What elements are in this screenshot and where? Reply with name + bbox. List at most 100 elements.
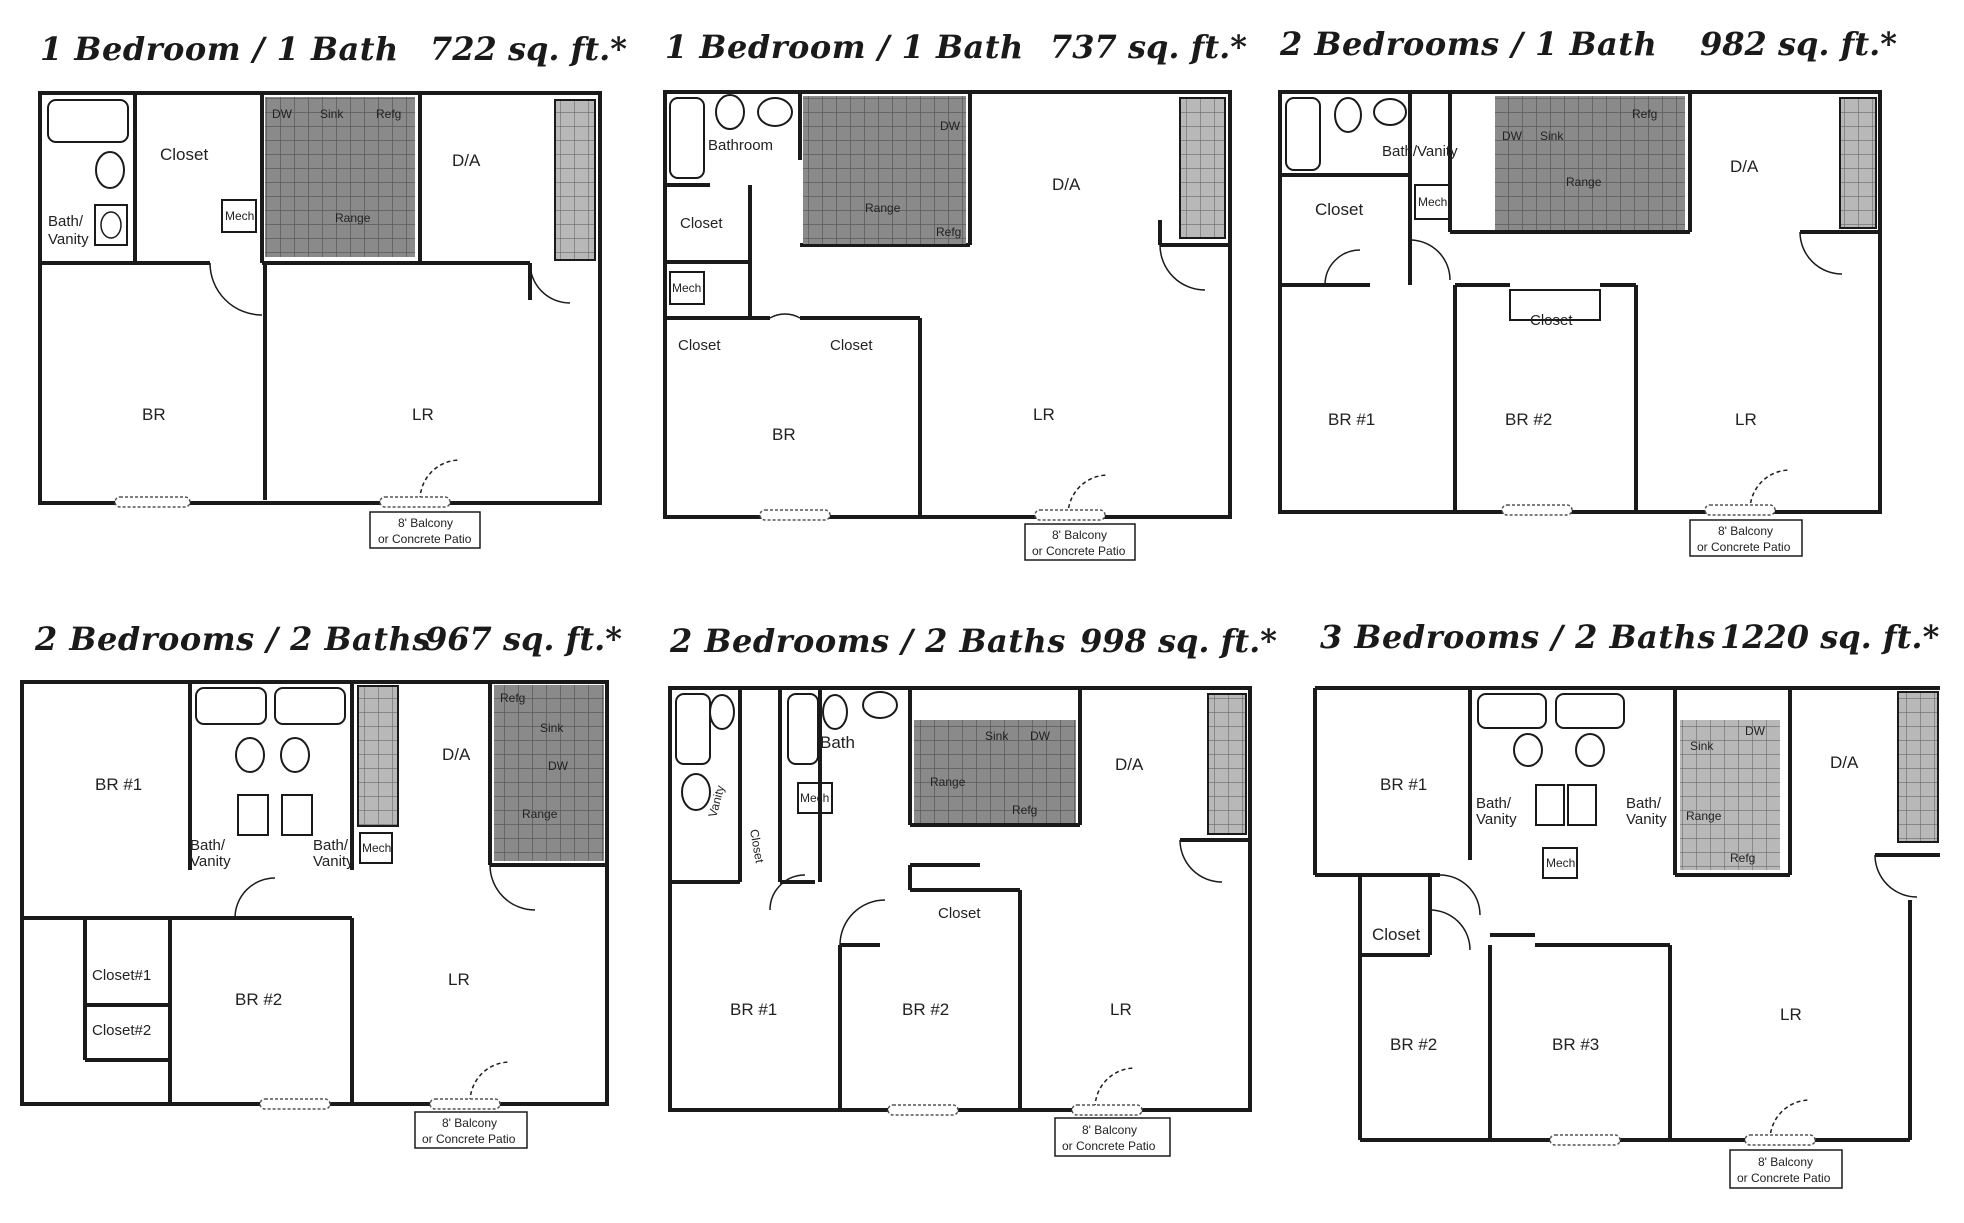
floor-plan-6: 3 Bedrooms / 2 Baths 1220 sq. ft.*	[1290, 600, 1964, 1223]
kitchen-floor	[914, 720, 1076, 823]
room-label-mech: Mech	[672, 281, 701, 295]
balcony-label: or Concrete Patio	[422, 1132, 516, 1146]
balcony-label: 8' Balcony	[1758, 1155, 1813, 1169]
pantry-shelves	[1207, 693, 1247, 835]
sink-icon	[681, 773, 711, 811]
sink-icon	[94, 204, 128, 246]
room-label-da: D/A	[1115, 755, 1144, 774]
room-label-bath: Bath/	[48, 213, 84, 230]
window	[1501, 504, 1573, 516]
room-label-refg: Refg	[1632, 107, 1657, 121]
room-label-bath: Bath	[820, 733, 855, 752]
plan-title: 2 Bedrooms / 1 Bath	[1280, 25, 1658, 63]
room-label-dw: DW	[272, 107, 293, 121]
room-label-refg: Refg	[1730, 851, 1755, 865]
sink-icon	[281, 794, 313, 836]
pantry-shelves	[357, 685, 399, 827]
sink-icon	[757, 97, 793, 127]
room-label-vanity: Vanity	[1476, 811, 1517, 828]
room-label-br3: BR #3	[1552, 1035, 1599, 1054]
window	[114, 496, 191, 508]
floor-plan-drawing: Bath Vanity Closet Closet Sink DW Range …	[668, 686, 1252, 1157]
room-label-refg: Refg	[376, 107, 401, 121]
door-swing	[839, 899, 886, 946]
sink-icon	[862, 691, 898, 719]
kitchen-floor	[1495, 96, 1685, 230]
plan-title: 1 Bedroom / 1 Bath	[40, 30, 399, 68]
room-label-mech: Mech	[225, 209, 254, 223]
bathtub-icon	[1555, 693, 1625, 729]
toilet-icon	[280, 737, 310, 773]
room-label-vanity: Vanity	[48, 231, 89, 248]
room-label-closet1: Closet#1	[92, 967, 151, 984]
floor-plan-drawing: Bathroom Closet Closet Closet Mech Range…	[663, 90, 1232, 561]
bathtub-icon	[47, 99, 129, 143]
closet-shelf	[1509, 289, 1601, 321]
plan-area: 1220 sq. ft.*	[1720, 618, 1940, 656]
room-label-closet: Closet	[1315, 200, 1363, 219]
kitchen-floor	[265, 97, 415, 257]
room-label-mech: Mech	[362, 841, 391, 855]
room-label-range: Range	[865, 201, 901, 215]
window	[429, 1098, 501, 1110]
room-label-lr: LR	[448, 970, 470, 989]
plan-title: 1 Bedroom / 1 Bath	[665, 28, 1024, 66]
room-label-lr: LR	[1033, 405, 1055, 424]
pantry-shelves	[1897, 691, 1939, 843]
door-swing	[1749, 469, 1791, 511]
room-label-range: Range	[1566, 175, 1602, 189]
balcony-box	[1054, 1117, 1171, 1157]
room-label-bath: Bath/	[1626, 795, 1662, 812]
room-label-bath: Bath/Vanity	[1382, 143, 1458, 160]
pantry-shelves	[1179, 97, 1226, 239]
room-label-vanity: Vanity	[313, 853, 354, 870]
window	[759, 509, 831, 521]
room-label-vanity: Vanity	[1626, 811, 1667, 828]
room-label-closet: Closet	[830, 337, 873, 354]
room-label-closet2: Closet#2	[92, 1022, 151, 1039]
floor-plan-drawing: BR #1 Bath/ Vanity Bath/ Vanity Sink Ran…	[1313, 686, 1940, 1189]
sink-icon	[1373, 98, 1407, 126]
room-label-closet: Closet	[160, 145, 208, 164]
room-label-dw: DW	[1502, 129, 1523, 143]
plan-area: 967 sq. ft.*	[425, 620, 623, 658]
door-swing	[1769, 1099, 1811, 1141]
mech-icon	[359, 832, 393, 864]
window	[1034, 509, 1106, 521]
kitchen-floor	[1680, 720, 1780, 870]
room-label-sink: Sink	[1540, 129, 1564, 143]
room-label-sink: Sink	[540, 721, 564, 735]
room-label-mech: Mech	[1546, 856, 1575, 870]
door-swing	[1874, 854, 1918, 898]
kitchen-floor	[494, 685, 604, 861]
room-label-range: Range	[335, 211, 371, 225]
door-swing	[1429, 909, 1471, 951]
room-label-br2: BR #2	[1390, 1035, 1437, 1054]
balcony-label: 8' Balcony	[1718, 524, 1773, 538]
room-label-da: D/A	[452, 151, 481, 170]
room-label-sink: Sink	[320, 107, 344, 121]
room-label-br1: BR #1	[730, 1000, 777, 1019]
room-label-br1: BR #1	[1328, 410, 1375, 429]
room-label-refg: Refg	[1012, 803, 1037, 817]
mech-icon	[1414, 184, 1450, 220]
window	[887, 1104, 959, 1116]
plan-area: 998 sq. ft.*	[1080, 622, 1278, 660]
balcony-label: 8' Balcony	[1052, 528, 1107, 542]
room-label-lr: LR	[1780, 1005, 1802, 1024]
room-label-refg: Refg	[936, 225, 961, 239]
window	[1549, 1134, 1621, 1146]
balcony-box	[1689, 519, 1803, 557]
room-label-range: Range	[522, 807, 558, 821]
room-label-lr: LR	[1110, 1000, 1132, 1019]
floor-plan-3: 2 Bedrooms / 1 Bath 982 sq. ft.*	[1270, 0, 1964, 580]
toilet-icon	[709, 694, 735, 730]
door-swing	[419, 459, 461, 501]
toilet-icon	[1513, 733, 1543, 767]
room-label-da: D/A	[1052, 175, 1081, 194]
bathtub-icon	[787, 693, 819, 765]
floor-plan-4: 2 Bedrooms / 2 Baths 967 sq. ft.*	[0, 600, 640, 1223]
balcony-label: or Concrete Patio	[1697, 540, 1791, 554]
room-label-br1: BR #1	[95, 775, 142, 794]
room-label-dw: DW	[548, 759, 569, 773]
